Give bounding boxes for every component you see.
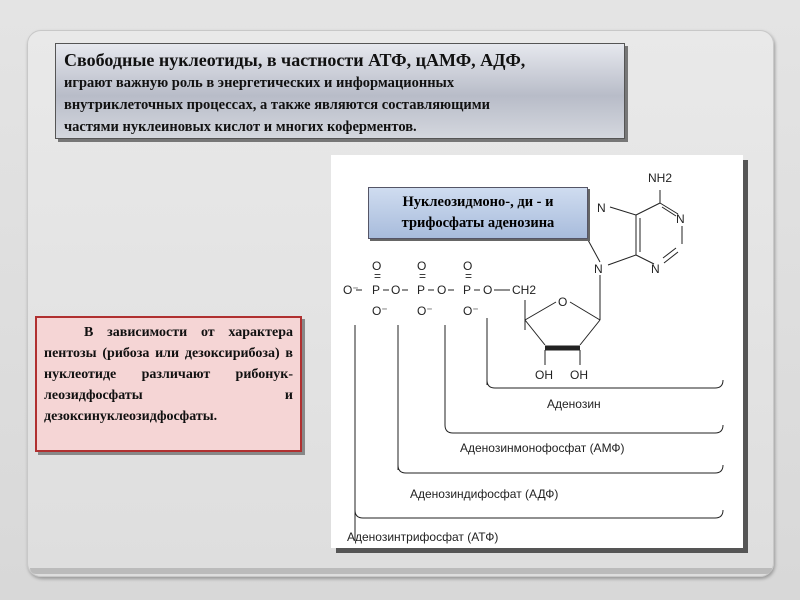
oh-label-3: OH — [570, 368, 588, 382]
intro-text-box: Свободные нуклеотиды, в частности АТФ, ц… — [55, 43, 625, 139]
intro-line-3: внутриклеточных процессах, а также являю… — [64, 97, 490, 113]
oh-label-2: OH — [535, 368, 553, 382]
o-minus-1: O⁻ — [372, 304, 388, 318]
o-bridge-3: O — [483, 283, 492, 297]
o-minus-terminal: O⁻ — [343, 283, 359, 297]
n3-label: N — [651, 262, 660, 276]
slide-panel-edge — [30, 568, 772, 574]
intro-line-2: играют важную роль в энергетических и ин… — [64, 75, 455, 91]
bracket-label-adp: Аденозиндифосфат (АДФ) — [410, 487, 558, 501]
dbl-bond: = — [419, 269, 426, 283]
p-gamma: P — [463, 283, 471, 297]
o-double-1: O — [372, 259, 381, 273]
bracket-label-amp: Аденозинмонофосфат (АМФ) — [460, 441, 625, 455]
intro-line-1: Свободные нуклеотиды, в частности АТФ, ц… — [64, 50, 526, 70]
o-minus-2: O⁻ — [417, 304, 433, 318]
intro-line-4: частями нуклеиновых кислот и многих кофе… — [64, 119, 417, 135]
ring-o-label: O — [558, 295, 567, 309]
p-beta: P — [417, 283, 425, 297]
o-minus-3: O⁻ — [463, 304, 479, 318]
bracket-label-adenosine: Аденозин — [547, 397, 601, 411]
nh2-label: NH2 — [648, 171, 672, 185]
o-bridge-2: O — [437, 283, 446, 297]
o-double-3: O — [463, 259, 472, 273]
dbl-bond: = — [374, 269, 381, 283]
ch2-label: CH2 — [512, 283, 536, 297]
n1-label: N — [676, 212, 685, 226]
callout-line-1: Нуклеозидмоно-, ди - и — [402, 194, 554, 210]
callout-box: Нуклеозидмоно-, ди - и трифосфаты аденоз… — [368, 187, 588, 239]
o-bridge-1: O — [391, 283, 400, 297]
o-double-2: O — [417, 259, 426, 273]
bracket-label-atp: Аденозинтрифосфат (АТФ) — [347, 530, 498, 544]
p-alpha: P — [372, 283, 380, 297]
pentose-note-box: В зависимости от характера пентозы (рибо… — [35, 316, 302, 452]
pentose-note-text: В зависимости от характера пентозы (рибо… — [44, 325, 293, 424]
dbl-bond: = — [465, 269, 472, 283]
n9-label: N — [594, 262, 603, 276]
callout-line-2: трифосфаты аденозина — [401, 215, 555, 231]
